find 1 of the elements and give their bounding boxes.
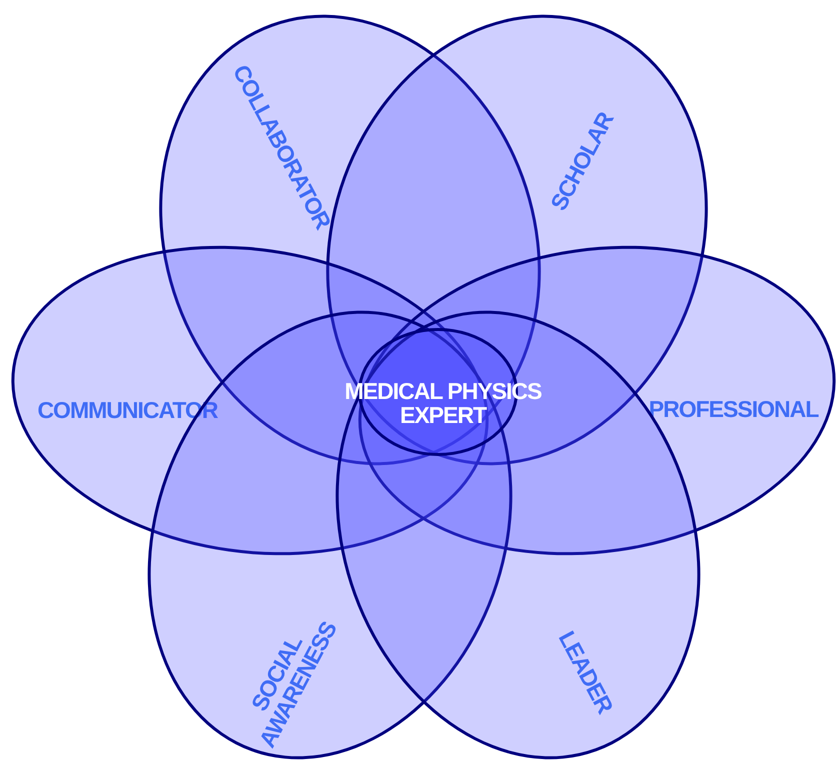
ellipse-label: PROFESSIONAL — [648, 396, 818, 421]
